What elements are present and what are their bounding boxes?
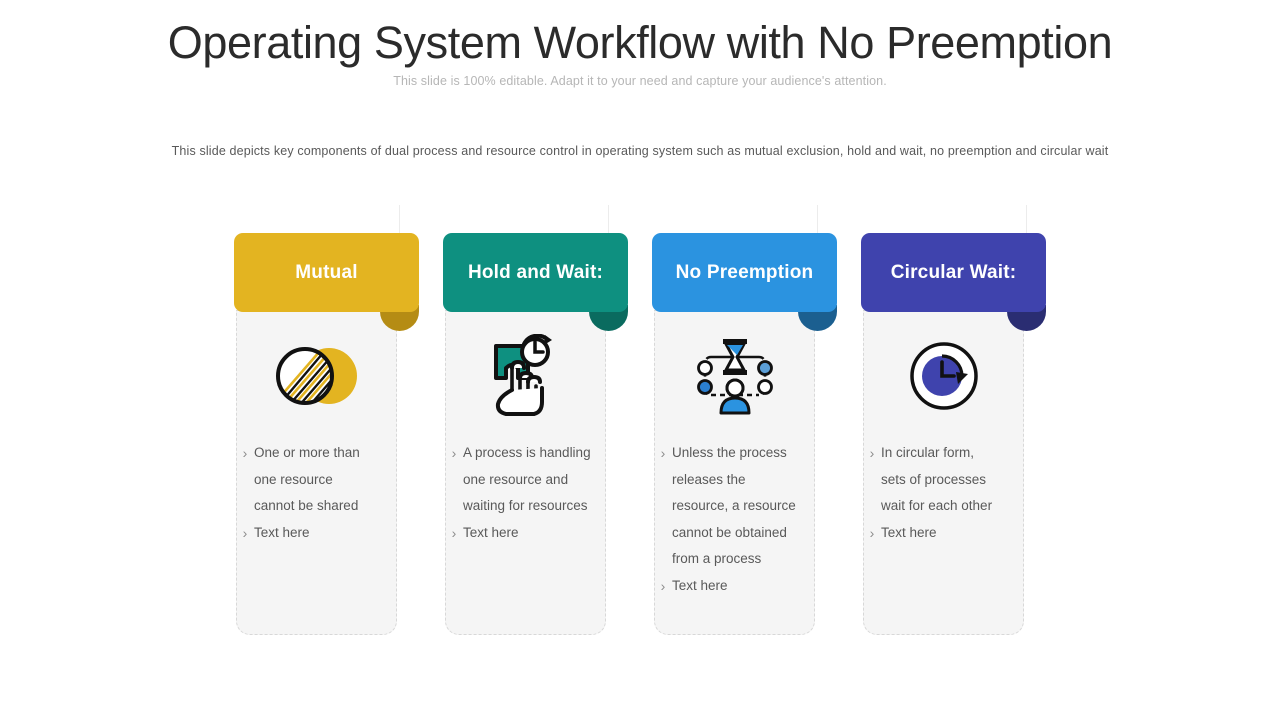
list-item-text: cannot be obtained: [672, 524, 787, 540]
card-title-no-preemption: No Preemption: [675, 262, 814, 283]
card-bullets-hold-and-wait: › A process is handling one resource and wa…: [445, 440, 625, 546]
list-item: one resource and: [445, 467, 625, 494]
card-title-circular-wait: Circular Wait:: [890, 262, 1017, 283]
list-item: waiting for resources: [445, 493, 625, 520]
slide-subtitle: This slide is 100% editable. Adapt it to…: [393, 74, 887, 88]
list-item: cannot be shared: [236, 493, 416, 520]
list-item: › Text here: [445, 520, 625, 547]
chevron-right-icon: ›: [660, 577, 666, 594]
overlapping-circles-icon: [236, 330, 397, 422]
list-item-text: Text here: [463, 524, 519, 540]
chevron-right-icon: ›: [242, 445, 248, 461]
list-item-text: Text here: [672, 577, 728, 593]
list-item: › Text here: [236, 520, 416, 547]
card-header-no-preemption[interactable]: No Preemption: [652, 233, 837, 312]
card-header-mutual[interactable]: Mutual: [234, 233, 419, 312]
list-item: sets of processes: [863, 467, 1043, 494]
list-item: resource, a resource: [654, 493, 834, 520]
list-item: › A process is handling: [445, 440, 625, 467]
list-item-text: resource, a resource: [672, 498, 796, 513]
slide-description: This slide depicts key components of dua…: [171, 144, 1109, 158]
process-network-icon: [654, 330, 815, 422]
list-item: › One or more than: [236, 440, 416, 467]
chevron-right-icon: ›: [869, 524, 875, 541]
list-item: › Unless the process: [654, 440, 834, 467]
card-title-hold-and-wait: Hold and Wait:: [467, 262, 604, 283]
list-item-text: A process is handling: [463, 445, 591, 460]
chevron-right-icon: ›: [451, 445, 457, 461]
card-stem-line: [1026, 205, 1027, 235]
card-circular-wait[interactable]: Circular Wait: › In circular form, sets of…: [852, 0, 1064, 720]
card-stem-line: [817, 205, 818, 235]
list-item: cannot be obtained: [654, 520, 834, 547]
list-item-text: One or more than: [254, 445, 360, 460]
slide-title: Operating System Workflow with No Preemp…: [167, 17, 1113, 68]
list-item: from a process: [654, 546, 834, 573]
list-item-text: waiting for resources: [463, 498, 588, 513]
list-item-text: from a process: [672, 551, 762, 566]
hand-clock-icon: [445, 330, 606, 422]
clock-rotate-icon: [863, 330, 1024, 422]
card-body-mutual: [236, 310, 397, 635]
card-stem-line: [399, 205, 400, 235]
list-item: one resource: [236, 467, 416, 494]
chevron-right-icon: ›: [451, 524, 457, 541]
list-item: wait for each other: [863, 493, 1043, 520]
card-mutual[interactable]: Mutual: [225, 0, 437, 720]
list-item-text: one resource: [254, 471, 333, 487]
card-stem-line: [608, 205, 609, 235]
list-item-text: wait for each other: [881, 498, 993, 513]
list-item: › In circular form,: [863, 440, 1043, 467]
list-item-text: one resource and: [463, 471, 569, 487]
card-bullets-circular-wait: › In circular form, sets of processes wait …: [863, 440, 1043, 546]
card-no-preemption[interactable]: No Preemption › Unless the process release…: [643, 0, 855, 720]
card-hold-and-wait[interactable]: Hold and Wait: › A process is handling one…: [434, 0, 646, 720]
list-item: › Text here: [863, 520, 1043, 547]
list-item-text: releases the: [672, 471, 746, 487]
list-item-text: Text here: [881, 524, 937, 540]
card-title-mutual: Mutual: [295, 262, 358, 283]
list-item-text: Unless the process: [672, 445, 787, 460]
list-item-text: cannot be shared: [254, 498, 359, 513]
list-item-text: Text here: [254, 524, 310, 540]
chevron-right-icon: ›: [869, 445, 875, 461]
list-item: › Text here: [654, 573, 834, 600]
card-bullets-mutual: › One or more than one resource cannot be s…: [236, 440, 416, 546]
chevron-right-icon: ›: [242, 524, 248, 541]
list-item-text: sets of processes: [881, 471, 987, 487]
chevron-right-icon: ›: [660, 445, 666, 461]
card-header-hold-and-wait[interactable]: Hold and Wait:: [443, 233, 628, 312]
list-item-text: In circular form,: [881, 445, 975, 460]
card-header-circular-wait[interactable]: Circular Wait:: [861, 233, 1046, 312]
card-bullets-no-preemption: › Unless the process releases the resource,…: [654, 440, 834, 599]
list-item: releases the: [654, 467, 834, 494]
